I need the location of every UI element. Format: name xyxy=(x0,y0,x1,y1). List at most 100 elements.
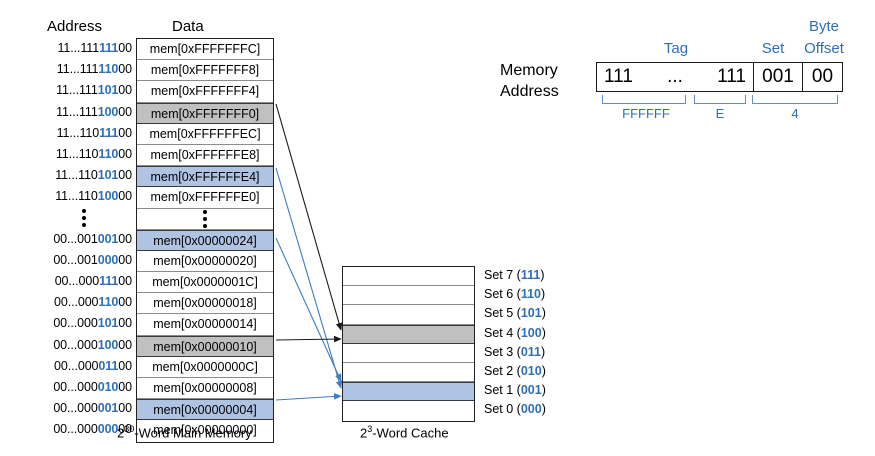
address-set-bits: 110 xyxy=(98,295,119,310)
memory-cell-value: mem[0xFFFFFFE0] xyxy=(150,190,260,205)
address-label: 00...00011000 xyxy=(36,292,132,313)
cache-set-label-bits: 100 xyxy=(520,325,542,340)
cache-set-label: Set 1 (001) xyxy=(484,381,546,400)
cache-caption: 23-Word Cache xyxy=(360,424,449,440)
address-offset-bits: 00 xyxy=(118,62,132,77)
cache-set-row xyxy=(343,401,474,421)
byte-offset-field-title-line2: Offset xyxy=(804,40,844,57)
cache-set-label-close: ) xyxy=(541,287,546,302)
cache-set-label: Set 5 (101) xyxy=(484,304,546,323)
cache-set-label-bits: 000 xyxy=(520,402,542,417)
address-label: 00...00001100 xyxy=(36,356,132,377)
cache-set-row xyxy=(343,267,474,287)
cache-set-label-text: Set 1 ( xyxy=(484,383,521,398)
cache-set-label-bits: 111 xyxy=(520,268,541,282)
cache-set-label: Set 2 (010) xyxy=(484,362,546,381)
cache-set-row xyxy=(343,324,474,344)
address-offset-bits: 00 xyxy=(118,252,132,267)
cache-set-label-bits: 010 xyxy=(520,363,542,378)
address-prefix-bits: 11...111 xyxy=(56,62,99,77)
main-memory-caption: 230-Word Main Memory xyxy=(117,424,252,440)
cache-set-label-text: Set 6 ( xyxy=(484,287,521,302)
address-label: 00...00000000 xyxy=(36,419,132,440)
cache-set-labels: Set 7 (111)Set 6 (110)Set 5 (101)Set 4 (… xyxy=(484,266,546,420)
address-label: 00...00000100 xyxy=(36,398,132,419)
address-prefix-bits: 11...110 xyxy=(55,168,98,183)
memory-cell-value: mem[0x0000001C] xyxy=(152,275,258,290)
cache-set-row xyxy=(343,286,474,306)
vertical-ellipsis-icon xyxy=(137,209,273,229)
memory-row: mem[0x0000000C] xyxy=(137,356,273,378)
main-memory-caption-text: -Word Main Memory xyxy=(134,425,252,441)
address-set-bits: 101 xyxy=(97,316,119,331)
cache-set-label-close: ) xyxy=(541,383,546,398)
memory-address-label: Memory Address xyxy=(500,60,559,102)
cache-set-label: Set 3 (011) xyxy=(484,343,546,362)
address-set-bits: 111 xyxy=(99,125,119,140)
offset-bits-field: 00 xyxy=(802,63,842,91)
cache-set-label-text: Set 2 ( xyxy=(484,363,521,378)
set-field-title: Set xyxy=(761,40,785,57)
arrow-ffffff0-to-set4 xyxy=(275,103,343,331)
tag-hex-brace-right xyxy=(694,95,746,104)
offset-hex-brace xyxy=(752,95,838,104)
memory-row: mem[0xFFFFFFEC] xyxy=(137,123,273,145)
arrow-ffffffe4-to-set1 xyxy=(275,167,343,389)
address-label: 11...11010100 xyxy=(36,165,132,186)
address-set-bits: 010 xyxy=(97,380,119,394)
cache-caption-exponent: 3 xyxy=(367,424,373,434)
memory-cell-value: mem[0x00000024] xyxy=(153,233,257,248)
set-hex-label: E xyxy=(715,106,725,121)
address-offset-bits: 00 xyxy=(118,422,132,437)
address-prefix-bits: 11...110 xyxy=(56,125,100,140)
memory-row: mem[0x00000008] xyxy=(137,378,273,400)
address-prefix-bits: 00...000 xyxy=(53,401,98,416)
address-prefix-bits: 00...000 xyxy=(53,380,98,394)
address-set-bits: 000 xyxy=(97,422,119,437)
address-prefix-bits: 00...000 xyxy=(53,422,98,437)
cache-set-label-close: ) xyxy=(541,344,546,359)
tag-hex-label: FFFFFF xyxy=(622,106,670,121)
address-prefix-bits: 00...001 xyxy=(53,231,98,246)
cache-set-label-bits: 011 xyxy=(520,344,541,359)
offset-hex-label: 4 xyxy=(791,106,799,121)
address-prefix-bits: 11...111 xyxy=(56,83,98,98)
memory-row: mem[0xFFFFFFE4] xyxy=(137,166,273,188)
address-label: 11...11011100 xyxy=(36,123,133,144)
address-prefix-bits: 00...000 xyxy=(54,274,100,289)
address-offset-bits: 00 xyxy=(118,295,132,310)
memory-cell-value: mem[0x00000010] xyxy=(153,339,257,354)
vertical-ellipsis-icon xyxy=(36,208,132,229)
address-offset-bits: 00 xyxy=(118,125,132,140)
cache-table xyxy=(342,266,475,422)
cache-set-label-close: ) xyxy=(540,268,545,282)
cache-set-label-text: Set 0 ( xyxy=(484,402,521,417)
address-offset-bits: 00 xyxy=(118,380,132,394)
address-offset-bits: 00 xyxy=(118,316,132,331)
cache-set-label-bits: 001 xyxy=(520,383,542,398)
address-set-bits: 110 xyxy=(98,146,119,161)
memory-cell-value: mem[0xFFFFFFE8] xyxy=(150,147,260,162)
address-offset-bits: 00 xyxy=(118,189,132,204)
memory-row: mem[0x00000024] xyxy=(137,229,273,251)
address-set-bits: 101 xyxy=(97,83,119,98)
memory-ellipsis-row xyxy=(137,208,273,230)
data-column-header: Data xyxy=(172,18,204,35)
address-offset-bits: 00 xyxy=(118,358,132,373)
address-offset-bits: 00 xyxy=(118,401,132,416)
address-offset-bits: 00 xyxy=(118,146,132,161)
main-memory-caption-base: 2 xyxy=(117,425,125,441)
cache-set-label-text: Set 3 ( xyxy=(484,344,521,359)
memory-cell-value: mem[0x00000000] xyxy=(153,423,257,438)
address-prefix-bits: 11...110 xyxy=(55,146,99,161)
address-prefix-bits: 11...110 xyxy=(55,189,98,204)
address-prefix-bits: 11...111 xyxy=(56,104,98,119)
memory-cell-value: mem[0x00000008] xyxy=(153,381,257,395)
address-bit-box: 111 ... 111 001 00 xyxy=(596,62,843,92)
address-prefix-bits: 00...000 xyxy=(54,295,99,310)
arrow-00000024-to-set1 xyxy=(275,237,342,382)
address-label: 00...00010000 xyxy=(36,335,132,356)
memory-cell-value: mem[0x0000000C] xyxy=(152,359,258,374)
memory-cell-value: mem[0x00000020] xyxy=(153,253,257,268)
address-offset-bits: 00 xyxy=(118,231,132,246)
